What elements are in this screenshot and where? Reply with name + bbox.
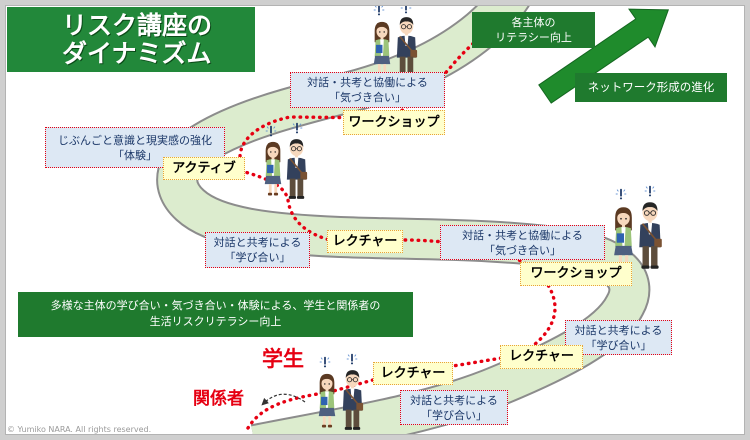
- woman-student-figure: [264, 141, 282, 196]
- stage-note-line-2: 「気づき合い」: [484, 244, 561, 257]
- stage-note-line-2: 「学び合い」: [421, 409, 487, 422]
- actor-students-label: 学生: [262, 347, 304, 371]
- stage-note-line-2: 「気づき合い」: [329, 91, 406, 104]
- actor-stakeholders-label: 関係者: [193, 389, 244, 409]
- student-pair-right: [614, 185, 663, 270]
- stage-label-1: レクチャー: [373, 362, 453, 385]
- stage-note-4: 対話と共考による 「学び合い」: [205, 232, 310, 268]
- stage-note-line-2: 「体験」: [113, 149, 157, 162]
- stage-label-5: アクティブ: [163, 157, 245, 180]
- stage-label-text: レクチャー: [380, 366, 446, 381]
- summary-line-2: 生活リスクリテラシー向上: [149, 315, 282, 328]
- summary-line-1: 多様な主体の学び合い・気づき合い・体験による、学生と関係者の: [50, 299, 381, 312]
- stage-label-text: ワークショップ: [348, 115, 440, 130]
- copyright-notice: © Yumiko NARA. All rights reserved.: [7, 425, 152, 434]
- growth-arrow-icon: [538, 8, 670, 104]
- actor-dashed-arrow: [261, 393, 306, 406]
- exclamation-icon: [643, 185, 657, 198]
- summary-box: 多様な主体の学び合い・気づき合い・体験による、学生と関係者の 生活リスクリテラシ…: [18, 292, 413, 337]
- man-student-figure: [638, 201, 663, 270]
- stage-label-6: ワークショップ: [343, 110, 445, 135]
- network-box: ネットワーク形成の進化: [575, 73, 727, 102]
- stage-note-line-1: 対話と共考による: [410, 394, 498, 407]
- network-label: ネットワーク形成の進化: [587, 80, 715, 94]
- man-student-figure: [286, 138, 308, 200]
- goal-line-1: 各主体の: [511, 16, 556, 29]
- stage-label-3: ワークショップ: [520, 262, 632, 286]
- stage-note-line-2: 「学び合い」: [224, 251, 291, 264]
- stage-note-3: 対話・共考と協働による 「気づき合い」: [440, 225, 605, 260]
- stage-note-line-1: 対話と共考による: [213, 236, 302, 249]
- title-line-2: ダイナミズム: [62, 39, 212, 68]
- stage-note-line-1: 対話・共考と協働による: [307, 76, 428, 89]
- exclamation-icon: [372, 4, 386, 17]
- goal-line-2: リテラシー向上: [495, 31, 572, 44]
- stage-note-line-2: 「学び合い」: [585, 339, 652, 352]
- stage-note-6: 対話・共考と協働による 「気づき合い」: [290, 72, 445, 108]
- exclamation-icon: [318, 356, 332, 369]
- stage-label-text: レクチャー: [332, 234, 398, 249]
- exclamation-icon: [345, 353, 359, 366]
- stage-note-1: 対話と共考による 「学び合い」: [400, 390, 508, 425]
- stage-label-text: アクティブ: [172, 161, 236, 176]
- page-title: リスク講座の ダイナミズム: [7, 7, 255, 72]
- goal-box: 各主体の リテラシー向上: [472, 12, 595, 48]
- title-line-1: リスク講座の: [62, 11, 213, 40]
- progress-dotted-line: [238, 12, 557, 430]
- stage-note-line-1: 対話・共考と協働による: [462, 229, 583, 242]
- exclamation-icon: [614, 188, 628, 201]
- student-pair-middle-left: [264, 122, 308, 200]
- stage-label-text: ワークショップ: [530, 266, 622, 281]
- stage-label-2: レクチャー: [500, 345, 583, 369]
- stage-label-4: レクチャー: [327, 230, 403, 253]
- stage-note-line-1: 対話と共考による: [574, 324, 663, 337]
- stage-note-line-1: じぶんごと意識と現実感の強化: [58, 134, 212, 147]
- stage-label-text: レクチャー: [509, 349, 574, 364]
- exclamation-icon: [399, 2, 413, 15]
